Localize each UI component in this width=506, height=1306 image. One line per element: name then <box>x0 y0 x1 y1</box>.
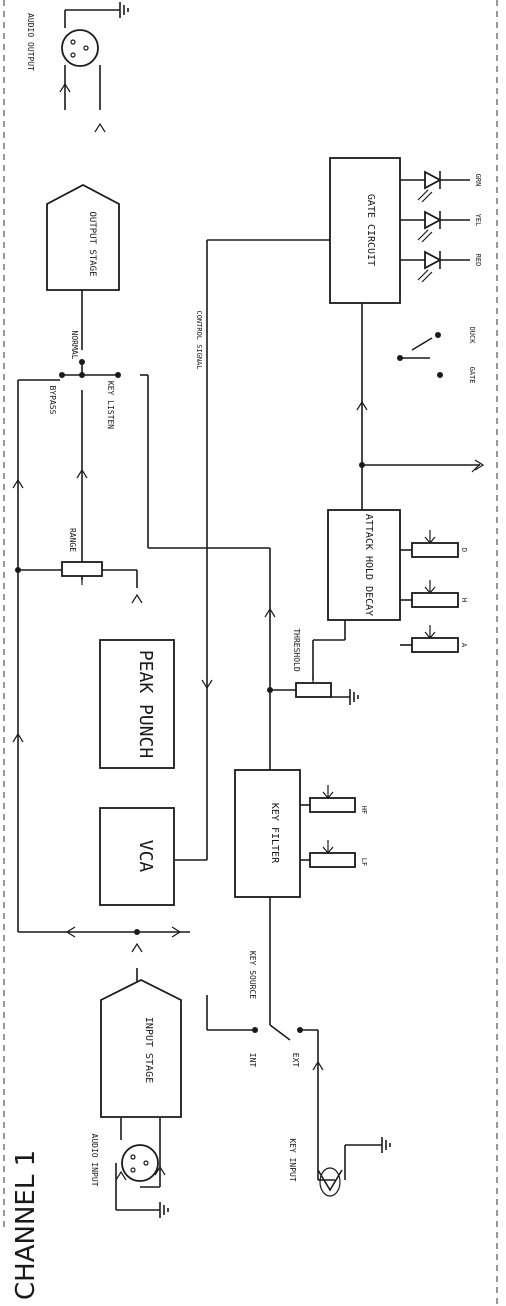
pot-a-label: A <box>460 643 468 648</box>
lf-label: LF <box>360 858 368 866</box>
gate-circuit-label: GATE CIRCUIT <box>365 194 376 266</box>
key-source-label: KEY SOURCE <box>248 951 257 999</box>
vca-label: VCA <box>135 840 156 873</box>
output-stage-block: OUTPUT STAGE <box>46 183 120 291</box>
range-label: RANGE <box>68 528 77 552</box>
key-input-label: KEY INPUT <box>288 1138 297 1182</box>
threshold-label: THRESHOLD <box>292 628 301 672</box>
pot-h-label: H <box>460 598 468 602</box>
led-grn <box>417 170 442 203</box>
audio-output-label: AUDIO OUTPUT <box>26 13 35 71</box>
led-yel <box>417 210 442 243</box>
peak-punch-block: PEAK PUNCH <box>99 639 175 769</box>
hf-pot <box>309 785 356 813</box>
audio-output-connector <box>61 29 99 67</box>
input-stage-label: INPUT STAGE <box>143 1017 154 1083</box>
output-stage-label: OUTPUT STAGE <box>87 211 97 276</box>
grn-label: GRN <box>474 174 482 187</box>
key-input-jack <box>317 1167 343 1197</box>
hf-label: HF <box>360 806 368 814</box>
bypass-label: BYPASS <box>48 386 57 415</box>
bypass-switch <box>60 362 120 376</box>
yel-label: YEL <box>474 214 482 227</box>
peak-punch-label: PEAK PUNCH <box>135 650 156 758</box>
int-label: INT <box>248 1053 257 1068</box>
key-listen-label: KEY LISTEN <box>106 381 115 429</box>
led-red <box>417 250 442 283</box>
red-label: RED <box>474 254 482 267</box>
key-filter-block: KEY FILTER <box>234 769 301 898</box>
pot-d-label: D <box>460 548 468 552</box>
attack-hold-decay-label: ATTACK HOLD DECAY <box>363 514 374 616</box>
duck-label: DUCK <box>468 327 476 345</box>
ground-input <box>159 1202 169 1218</box>
hold-pot <box>411 580 459 608</box>
ext-label: EXT <box>291 1053 300 1068</box>
channel-title: CHANNEL 1 <box>11 1150 41 1300</box>
gate-label: GATE <box>468 367 476 384</box>
normal-label: NORMAL <box>70 331 79 360</box>
ground-output <box>119 2 129 18</box>
ground-key-input <box>381 1137 391 1153</box>
audio-input-connector <box>121 1144 159 1182</box>
vca-block: VCA <box>99 807 175 906</box>
ground-threshold <box>349 689 359 705</box>
lf-pot <box>309 840 356 868</box>
control-signal-label: CONTROL SIGNAL <box>195 310 203 369</box>
key-filter-label: KEY FILTER <box>269 803 280 864</box>
key-source-switch <box>269 1024 291 1041</box>
input-stage-block: INPUT STAGE <box>100 978 182 1118</box>
threshold-pot <box>295 676 332 698</box>
junction-dots <box>15 332 443 1033</box>
range-pot <box>61 561 103 585</box>
gate-circuit-block: GATE CIRCUIT <box>329 157 401 304</box>
audio-input-label: AUDIO INPUT <box>90 1134 99 1187</box>
decay-pot <box>411 530 459 558</box>
gate-duck-switch <box>411 337 433 351</box>
attack-hold-decay-block: ATTACK HOLD DECAY <box>327 509 401 621</box>
attack-pot <box>411 625 459 653</box>
